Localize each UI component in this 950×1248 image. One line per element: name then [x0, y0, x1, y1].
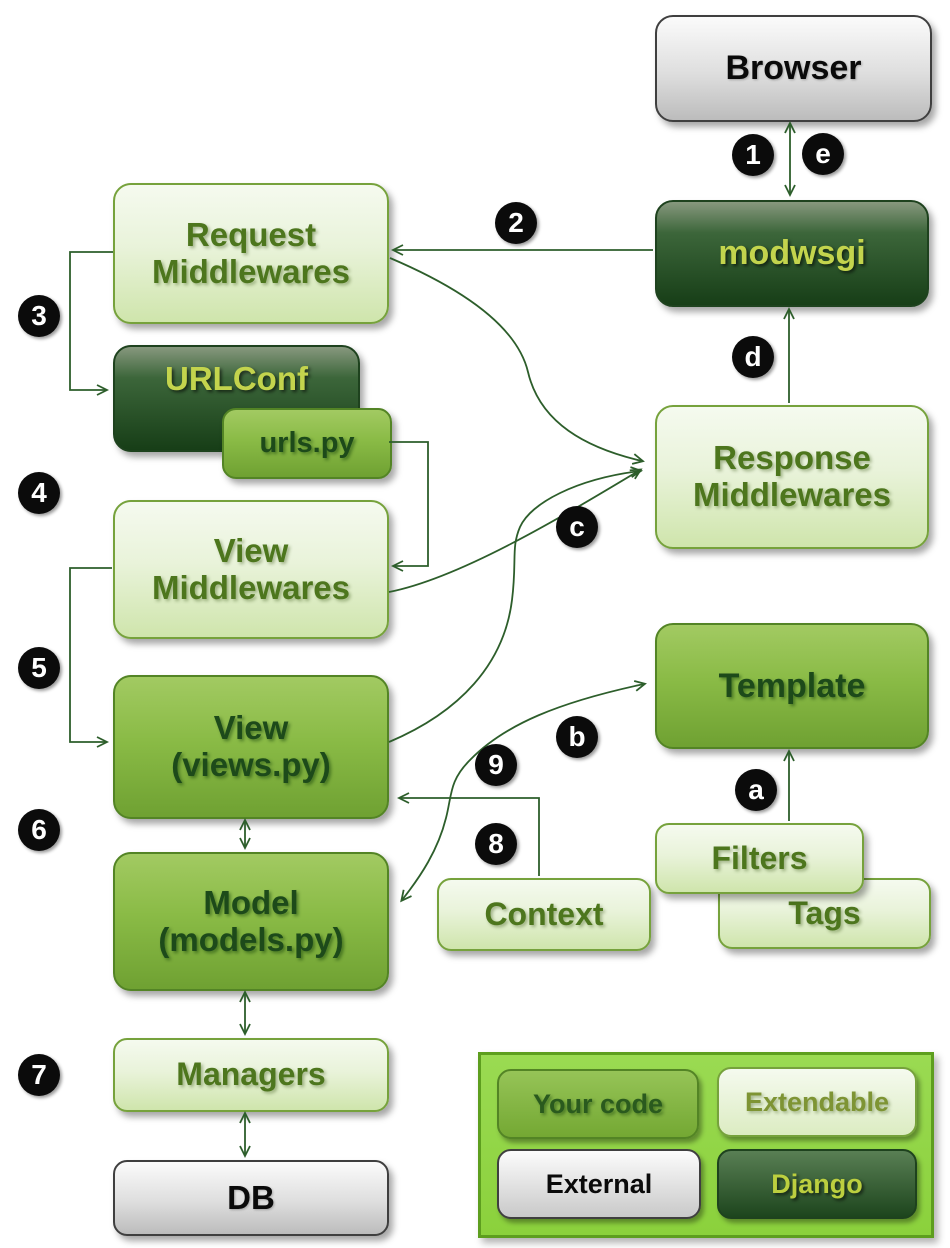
node-managers: Managers	[113, 1038, 389, 1112]
step-label-4: 4	[31, 477, 47, 508]
step-badge-6: 6	[18, 809, 60, 851]
node-managers-label: Managers	[176, 1056, 326, 1093]
edge-urlspy-view-middlewares	[389, 441, 429, 572]
node-template-label: Template	[718, 666, 866, 705]
edge-context-view	[396, 792, 540, 876]
node-template: Template	[655, 623, 929, 749]
step-badge-d: d	[732, 336, 774, 378]
legend-your-code-label: Your code	[532, 1088, 664, 1119]
legend-extendable-label: Extendable	[744, 1086, 890, 1117]
node-urls-py-label: urls.py	[259, 427, 355, 460]
node-urlconf-label: URLConf	[165, 360, 308, 397]
node-model-line2: (models.py)	[158, 920, 344, 958]
node-response-middlewares-line2: Middlewares	[692, 476, 892, 513]
step-label-6: 6	[31, 814, 47, 845]
edge-view-middlewares-view	[69, 567, 112, 748]
node-request-middlewares-line2: Middlewares	[151, 252, 351, 290]
node-filters: Filters	[655, 823, 864, 894]
step-badge-4: 4	[18, 472, 60, 514]
step-badge-a: a	[735, 769, 777, 811]
node-view-middlewares: View Middlewares	[113, 500, 389, 639]
step-badge-8: 8	[475, 823, 517, 865]
node-model-line1: Model	[203, 883, 299, 921]
step-badge-7: 7	[18, 1054, 60, 1096]
step-label-2: 2	[508, 207, 524, 238]
node-urls-py: urls.py	[222, 408, 392, 479]
node-db: DB	[113, 1160, 389, 1236]
node-context-label: Context	[484, 895, 604, 932]
edge-request-middlewares-response-middlewares	[389, 257, 645, 465]
node-view-line2: (views.py)	[171, 746, 331, 783]
step-badge-c: c	[556, 506, 598, 548]
step-badge-e: e	[802, 133, 844, 175]
edge-template-model	[400, 680, 647, 903]
node-request-middlewares: Request Middlewares	[113, 183, 389, 324]
node-modwsgi-label: modwsgi	[718, 234, 866, 273]
step-label-c: c	[569, 511, 585, 542]
edge-request-middlewares-urlconf	[69, 251, 113, 396]
node-model: Model (models.py)	[113, 852, 389, 991]
node-db-label: DB	[227, 1178, 275, 1216]
legend-extendable: Extendable	[717, 1067, 917, 1137]
node-modwsgi: modwsgi	[655, 200, 929, 307]
legend-panel: Your code Extendable External Django	[478, 1052, 934, 1238]
node-view-middlewares-line1: View	[213, 531, 289, 569]
node-filters-label: Filters	[711, 839, 808, 876]
step-badge-1: 1	[732, 134, 774, 176]
node-browser: Browser	[655, 15, 932, 122]
step-badge-9: 9	[475, 744, 517, 786]
legend-external: External	[497, 1149, 701, 1219]
node-view: View (views.py)	[113, 675, 389, 819]
step-label-8: 8	[488, 828, 504, 859]
node-view-line1: View	[213, 709, 289, 747]
step-label-a: a	[748, 774, 764, 805]
node-tags-label: Tags	[788, 894, 861, 931]
node-browser-label: Browser	[725, 49, 862, 88]
edge-view-middlewares-response-middlewares	[388, 468, 643, 593]
node-context: Context	[437, 878, 651, 951]
step-badge-b: b	[556, 716, 598, 758]
step-label-9: 9	[488, 749, 504, 780]
node-request-middlewares-line1: Request	[185, 215, 317, 253]
step-label-b: b	[568, 721, 586, 752]
legend-django-label: Django	[771, 1168, 863, 1199]
node-view-middlewares-line2: Middlewares	[151, 568, 351, 606]
step-badge-5: 5	[18, 647, 60, 689]
step-label-1: 1	[745, 139, 761, 170]
edge-view-response-middlewares	[388, 466, 643, 743]
step-badge-3: 3	[18, 295, 60, 337]
step-label-3: 3	[31, 300, 47, 331]
step-badge-2: 2	[495, 202, 537, 244]
step-label-5: 5	[31, 652, 47, 683]
step-label-d: d	[744, 341, 762, 372]
node-response-middlewares: Response Middlewares	[655, 405, 929, 549]
step-label-7: 7	[31, 1059, 47, 1090]
legend-django: Django	[717, 1149, 917, 1219]
step-label-e: e	[815, 138, 831, 169]
node-response-middlewares-line1: Response	[713, 439, 871, 477]
legend-external-label: External	[545, 1168, 653, 1199]
legend-your-code: Your code	[497, 1069, 699, 1139]
